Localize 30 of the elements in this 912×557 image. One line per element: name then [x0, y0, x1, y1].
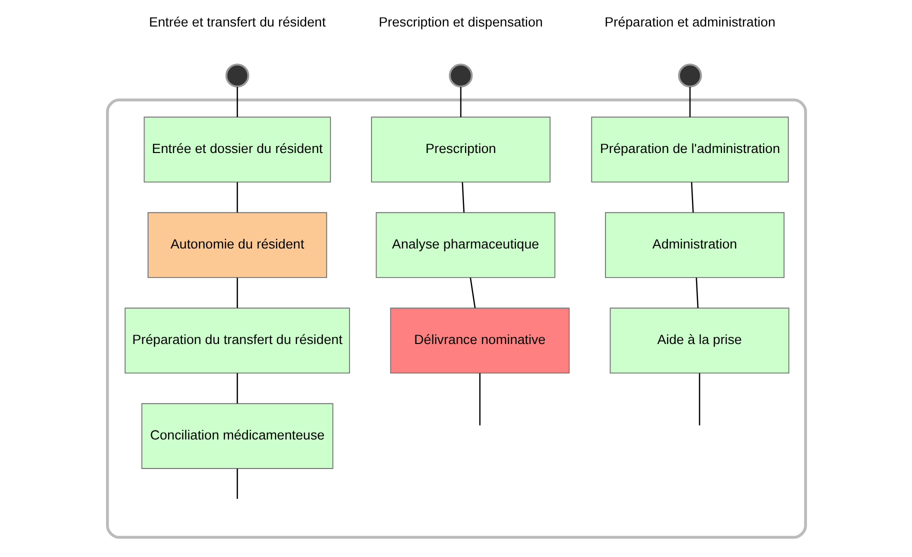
- node-box: Aide à la prise: [609, 308, 789, 374]
- node-label: Prescription et dispensation: [378, 14, 542, 30]
- node-box: Préparation de l'administration: [590, 116, 788, 183]
- cluster: [106, 98, 806, 539]
- node-box: Délivrance nominative: [390, 308, 570, 374]
- node-box: Préparation du transfert du résident: [124, 308, 350, 374]
- node-box: Entrée et dossier du résident: [143, 116, 330, 183]
- connector: [688, 86, 690, 118]
- connector: [461, 182, 464, 212]
- connector: [698, 373, 700, 426]
- connector: [236, 373, 238, 404]
- node-circle: [678, 64, 702, 88]
- node-label: Préparation et administration: [604, 14, 775, 30]
- connector: [236, 468, 238, 499]
- connector: [460, 86, 461, 118]
- node-box: Conciliation médicamenteuse: [140, 403, 333, 470]
- node-circle: [448, 64, 472, 88]
- connector: [478, 373, 480, 426]
- connector: [695, 278, 698, 308]
- connector: [236, 182, 238, 212]
- node-circle: [224, 64, 249, 88]
- node-box: Prescription: [370, 116, 550, 183]
- node-box: Autonomie du résident: [147, 212, 327, 278]
- connector: [469, 278, 476, 308]
- connector: [236, 86, 238, 118]
- node-box: Analyse pharmaceutique: [375, 212, 555, 278]
- node-box: Administration: [604, 212, 784, 278]
- connector: [690, 182, 694, 212]
- node-label: Entrée et transfert du résident: [148, 14, 326, 30]
- connector: [236, 278, 238, 308]
